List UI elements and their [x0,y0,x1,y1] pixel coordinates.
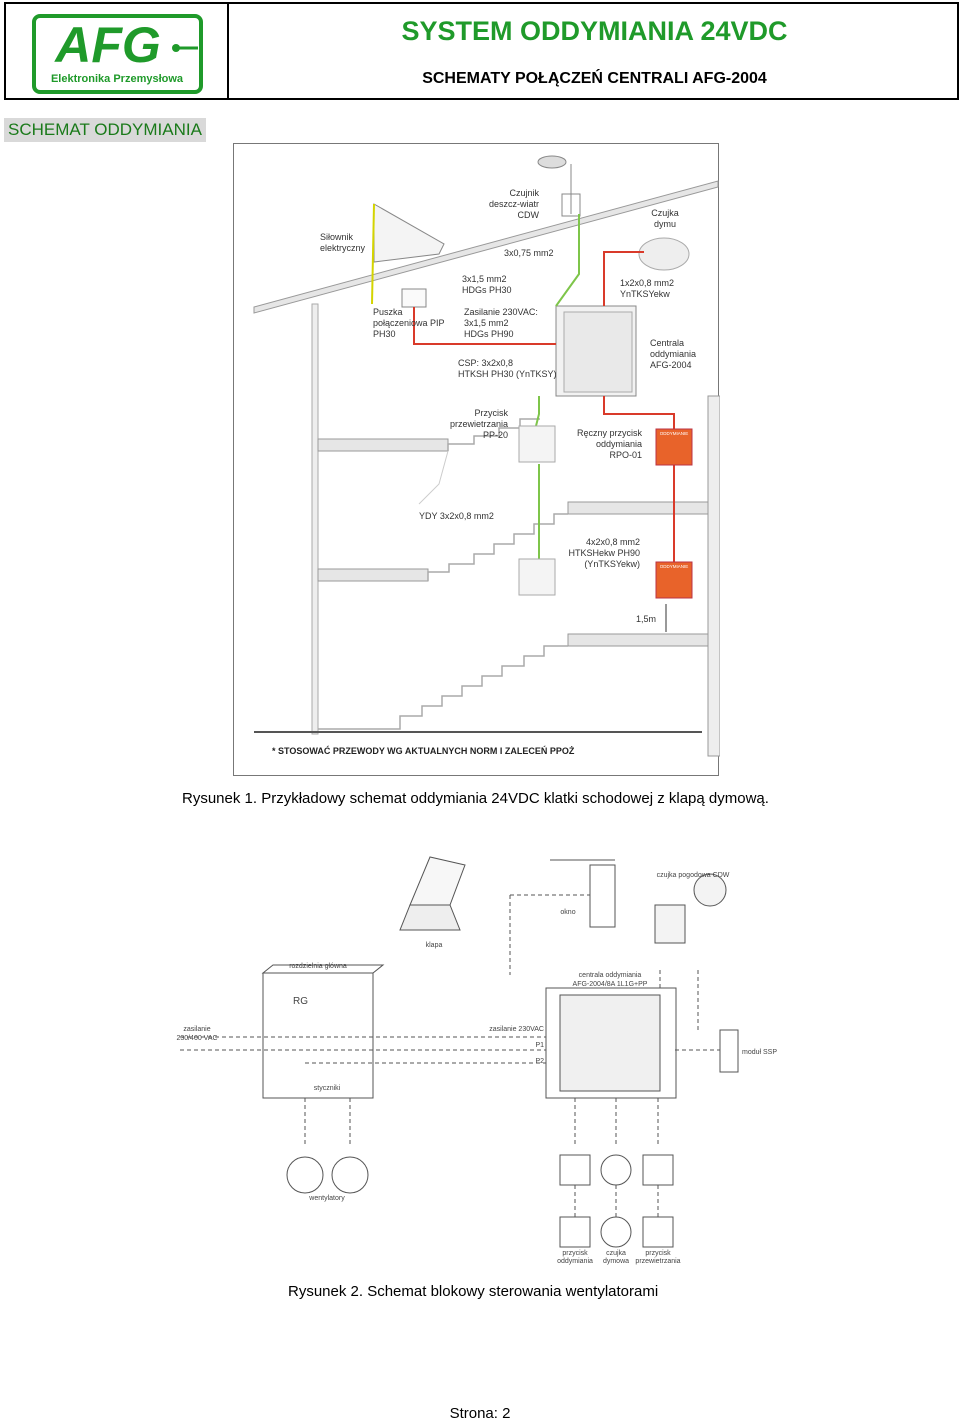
afg-logo: AFG Elektronika Przemysłowa [6,4,229,100]
document-subtitle: SCHEMATY POŁĄCZEŃ CENTRALI AFG-2004 [422,70,767,87]
rpo-badge-1: ODDYMIANIE [660,431,689,436]
svg-text:moduł SSP: moduł SSP [742,1049,777,1056]
document-title: SYSTEM ODDYMIANIA 24VDC [401,16,788,46]
page-number: Strona: 2 [449,1405,511,1422]
svg-text:wentylatory: wentylatory [308,1195,345,1202]
svg-text:styczniki: styczniki [314,1085,341,1092]
section-title: SCHEMAT ODDYMIANIA [4,118,206,142]
svg-text:zasilanie 230VAC: zasilanie 230VAC [489,1026,544,1033]
rpo-badge-2: ODDYMIANIE [660,564,689,569]
figure-2-caption: Rysunek 2. Schemat blokowy sterowania we… [288,1283,659,1300]
page-header: AFG Elektronika Przemysłowa SYSTEM ODDYM… [4,2,959,100]
svg-text:P1: P1 [535,1042,544,1049]
svg-text:YDY 3x2x0,8 mm2: YDY 3x2x0,8 mm2 [419,511,494,521]
svg-text:klapa: klapa [426,942,443,949]
figure-1-note: * STOSOWAĆ PRZEWODY WG AKTUALNYCH NORM I… [272,745,575,756]
logo-text: AFG [53,17,161,73]
logo-subtext: Elektronika Przemysłowa [51,73,184,85]
svg-text:1,5m: 1,5m [636,614,656,624]
svg-text:P2: P2 [535,1058,544,1065]
svg-text:rozdzielnia główna: rozdzielnia główna [289,963,347,970]
figure-1-caption: Rysunek 1. Przykładowy schemat oddymiani… [182,790,769,807]
figure-2-block-diagram: klapa okno czujka pogodowa CDW rozdzieln… [170,845,790,1270]
svg-text:3x0,75 mm2: 3x0,75 mm2 [504,248,554,258]
svg-text:czujka pogodowa CDW: czujka pogodowa CDW [657,872,730,879]
svg-text:RG: RG [293,996,308,1007]
svg-text:okno: okno [560,909,575,916]
